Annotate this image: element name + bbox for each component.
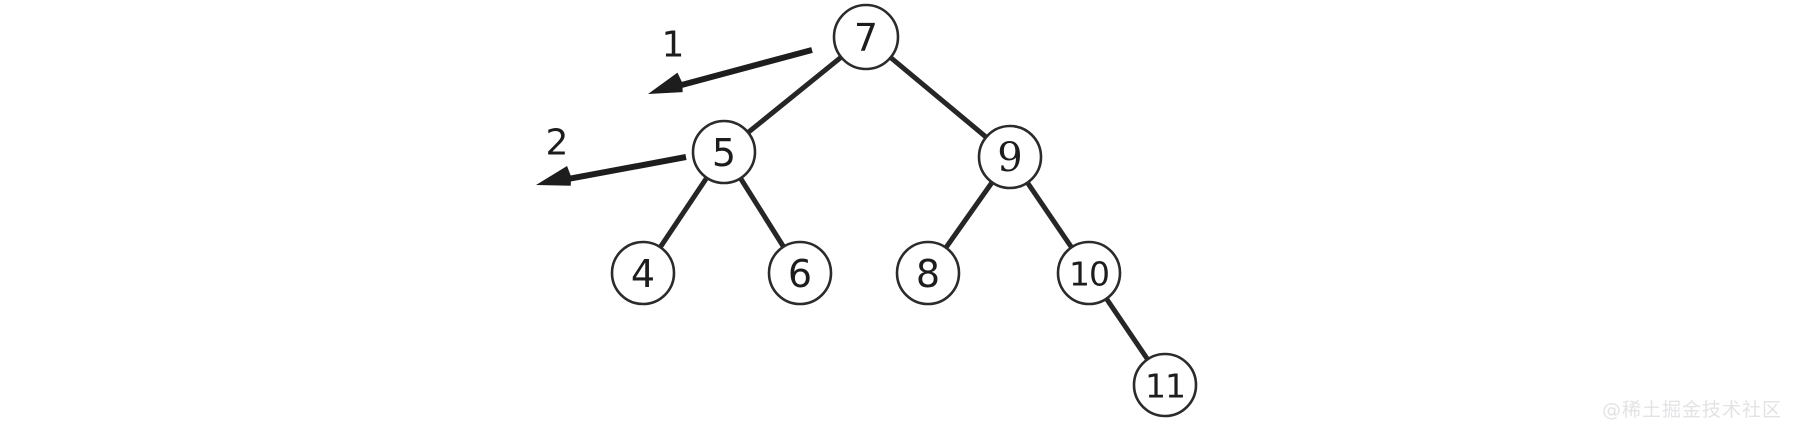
node-circle-5	[691, 119, 757, 185]
tree-node-4[interactable]: 4	[610, 240, 676, 306]
tree-node-5[interactable]: 5	[691, 119, 757, 185]
arrow-head-1	[648, 72, 683, 94]
node-label-5: 5	[712, 131, 736, 175]
node-label-4: 4	[631, 252, 655, 296]
arrow-shaft-2	[562, 154, 687, 183]
node-circle-4	[610, 240, 676, 306]
traversal-annotations: 12	[536, 25, 813, 186]
tree-nodes: 7 5 9 4 6 8 10 11	[610, 3, 1198, 418]
node-label-11: 11	[1145, 367, 1185, 406]
tree-edge-9-10	[1024, 180, 1075, 250]
node-circle-11	[1132, 352, 1198, 418]
arrow-head-2	[536, 165, 572, 186]
step-label-1: 1	[662, 25, 685, 66]
tree-node-7[interactable]: 7	[832, 3, 900, 71]
node-label-6: 6	[788, 252, 812, 296]
step-label-2: 2	[546, 123, 569, 164]
tree-node-8[interactable]: 8	[895, 240, 961, 306]
node-circle-10	[1056, 240, 1122, 306]
traversal-arrow-1: 1	[648, 25, 813, 94]
tree-edge-5-6	[737, 175, 787, 250]
node-label-7: 7	[854, 16, 878, 60]
tree-node-9[interactable]: 9	[977, 124, 1043, 190]
tree-edge-5-4	[657, 175, 710, 250]
tree-node-10[interactable]: 10	[1056, 240, 1122, 306]
node-label-8: 8	[916, 252, 940, 296]
node-circle-7	[832, 3, 900, 71]
tree-edges	[657, 54, 1151, 362]
node-label-10: 10	[1069, 255, 1109, 294]
traversal-arrow-2: 2	[536, 123, 687, 186]
node-circle-8	[895, 240, 961, 306]
tree-edge-9-8	[943, 179, 995, 251]
watermark: @稀土掘金技术社区	[1601, 399, 1782, 421]
tree-edge-7-5	[745, 54, 844, 135]
tree-node-11[interactable]: 11	[1132, 352, 1198, 418]
node-circle-9	[977, 124, 1043, 190]
node-label-9: 9	[997, 135, 1022, 181]
node-circle-6	[767, 240, 833, 306]
arrow-shaft-1	[674, 47, 813, 90]
tree-edge-10-11	[1103, 296, 1151, 362]
tree-edge-7-9	[888, 54, 989, 140]
tree-node-6[interactable]: 6	[767, 240, 833, 306]
